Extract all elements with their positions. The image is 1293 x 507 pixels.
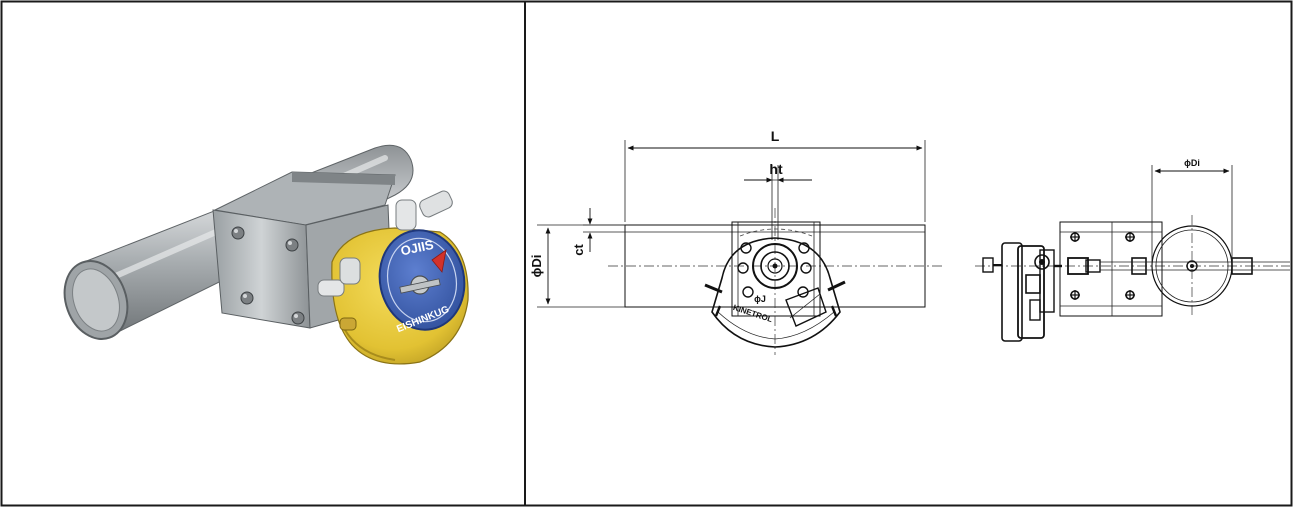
front-actuator-body: [711, 237, 841, 348]
front-view: L ht ct ϕDi: [529, 128, 945, 355]
side-flange: [1059, 221, 1163, 317]
side-actuator: [982, 242, 1062, 342]
dim-diameter-label: ϕDi: [529, 255, 544, 278]
dim-length-label: L: [771, 128, 780, 144]
front-actuator-hub: [752, 243, 798, 289]
side-dim-diameter-label: ϕDi: [1184, 158, 1200, 168]
product-photo: OJIIS EISHINKUG: [63, 144, 469, 365]
pointer-arrow: [431, 249, 447, 273]
front-body-text-1: ϕJ: [754, 294, 766, 304]
air-fittings: [317, 190, 453, 331]
side-view: ϕDi: [975, 158, 1290, 342]
dim-height-label: ht: [769, 161, 783, 177]
flange-plate-left: [212, 209, 311, 329]
side-flange-bolts: [1070, 232, 1135, 300]
dim-clearance-label: ct: [571, 244, 586, 256]
dial-logo: OJIIS: [399, 237, 435, 259]
technical-drawing: L ht ct ϕDi: [529, 128, 1290, 355]
